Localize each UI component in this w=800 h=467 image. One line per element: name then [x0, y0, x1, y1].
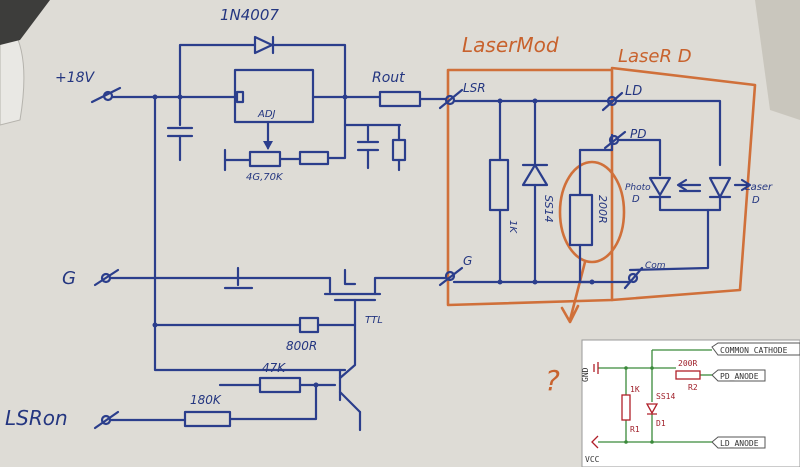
vcc-icon	[591, 435, 599, 449]
inset-ld-anode: LD_ANODE	[720, 439, 759, 448]
label-ttl: TTL	[365, 315, 383, 326]
label-pd: PD	[630, 127, 646, 141]
port-ld-anode	[711, 436, 766, 449]
resistor-r1	[621, 394, 631, 421]
label-diode: 1N4007	[220, 6, 279, 24]
label-ld: LD	[625, 84, 642, 99]
power-circuit	[90, 35, 447, 432]
label-laser-d-small: D	[752, 195, 760, 206]
label-laser: Laser	[745, 182, 773, 193]
label-pot: 4G,70K	[246, 172, 284, 183]
diode-d1	[645, 403, 659, 415]
newspaper-corner	[755, 0, 800, 120]
highlight-ellipse	[558, 160, 626, 264]
inset-schematic: COMMON_CATHODE PD_ANODE LD_ANODE GND VCC…	[581, 339, 800, 467]
label-com: Com	[645, 261, 666, 271]
title-laser-mod: LaserMod	[462, 33, 559, 57]
label-photo-d: D	[632, 194, 640, 205]
title-laser-d: LaseR D	[618, 46, 692, 67]
laser-d-circuit	[601, 91, 752, 290]
label-ss14: SS14	[542, 195, 555, 223]
inset-common-cathode: COMMON_CATHODE	[720, 346, 788, 355]
resistor-r2	[675, 370, 701, 380]
gnd-icon	[593, 362, 599, 374]
label-g-mod: G	[463, 254, 472, 268]
inset-d1-value: SS14	[656, 392, 675, 401]
inset-r2-value: 200R	[678, 359, 697, 368]
label-180k: 180K	[190, 393, 222, 407]
inset-d1: D1	[656, 419, 666, 428]
inset-pd-anode: PD_ANODE	[720, 372, 759, 381]
label-200r: 200R	[596, 195, 609, 224]
label-g-left: G	[62, 268, 76, 289]
label-lsron: LSRon	[5, 406, 68, 430]
label-rout: Rout	[372, 70, 405, 86]
label-47k: 47K	[262, 361, 286, 375]
label-photo: Photo	[625, 183, 651, 193]
inset-vcc: VCC	[585, 455, 600, 464]
label-supply: +18V	[55, 70, 96, 86]
inset-gnd: GND	[581, 367, 590, 382]
question-mark: ?	[545, 364, 560, 397]
label-lsr: LSR	[463, 81, 486, 95]
laser-mod-circuit	[438, 88, 632, 287]
label-1k: 1K	[507, 220, 518, 234]
inset-r1-value: 1K	[630, 385, 640, 394]
port-pd-anode	[711, 369, 766, 382]
label-adj: ADJ	[257, 109, 276, 120]
dark-corner	[0, 0, 50, 45]
handwritten-labels: 1N4007 +18V Rout ADJ 4G,70K G TTL 800R 4…	[5, 6, 773, 430]
inset-r1: R1	[630, 425, 640, 434]
inset-r2: R2	[688, 383, 698, 392]
port-common-cathode	[711, 342, 800, 356]
label-800r: 800R	[286, 339, 317, 353]
